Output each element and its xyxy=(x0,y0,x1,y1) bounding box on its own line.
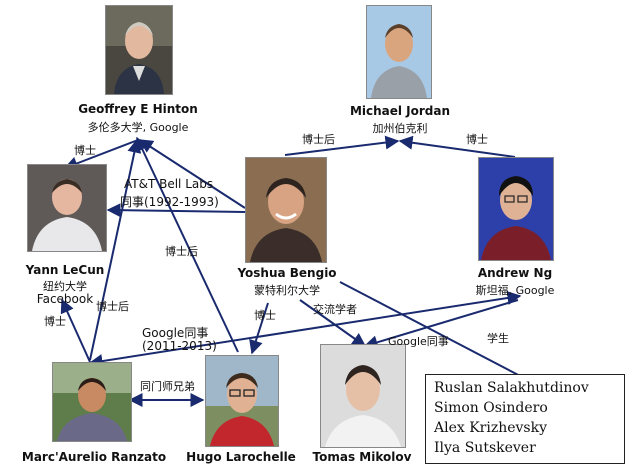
label-google-colleague: Google同事 xyxy=(142,326,209,340)
label-exchange-student: 交流学者 xyxy=(313,303,357,316)
edge-ranzato-ng xyxy=(88,291,522,368)
label-ng-mikolov-google: Google同事 xyxy=(388,335,449,348)
jordan-name: Michael Jordan xyxy=(349,104,451,118)
ranzato-photo xyxy=(52,362,132,442)
hinton-name: Geoffrey E Hinton xyxy=(78,102,198,116)
ranzato-name: Marc'Aurelio Ranzato xyxy=(21,450,167,464)
label-schoolmates: 同门师兄弟 xyxy=(140,380,195,393)
edge-hinton-bengio xyxy=(138,139,246,209)
edge-lecun-ranzato xyxy=(60,298,91,363)
bengio-photo xyxy=(245,157,327,263)
larochelle-name: Hugo Larochelle xyxy=(186,450,296,464)
edge-ng-jordan xyxy=(398,135,516,158)
student-name: Alex Krizhevsky xyxy=(434,420,548,436)
label-ng-jordan-phd: 博士 xyxy=(466,133,488,146)
students-box: Ruslan Salakhutdinov Simon Osindero Alex… xyxy=(425,374,625,464)
label-google-years: (2011-2013) xyxy=(142,339,217,353)
student-name: Simon Osindero xyxy=(434,400,548,416)
label-lecun-ranzato-phd: 博士 xyxy=(44,315,66,328)
label-hinton-ranzato-postdoc: 博士后 xyxy=(96,300,129,313)
jordan-affiliation: 加州伯克利 xyxy=(372,122,428,135)
lecun-name: Yann LeCun xyxy=(25,263,105,277)
edge-ng-mikolov xyxy=(363,299,519,350)
lecun-affiliation-2: Facebook xyxy=(36,292,94,306)
edge-bengio-mikolov xyxy=(299,299,367,347)
bengio-name: Yoshua Bengio xyxy=(237,266,337,280)
ng-name: Andrew Ng xyxy=(477,266,553,280)
edge-bengio-larochelle xyxy=(249,302,269,355)
mikolov-name: Tomas Mikolov xyxy=(312,450,412,464)
label-hinton-lecun-postdoc: 博士 xyxy=(74,144,96,157)
edge-bengio-jordan xyxy=(284,135,400,156)
edge-lecun-bengio xyxy=(106,203,246,218)
bengio-affiliation: 蒙特利尔大学 xyxy=(254,284,320,297)
label-bengio-larochelle-phd: 博士 xyxy=(254,309,276,322)
label-colleague-years: 同事(1992-1993) xyxy=(120,195,219,209)
ng-affiliation: 斯坦福, Google xyxy=(475,284,555,297)
label-bengio-jordan-postdoc: 博士后 xyxy=(302,133,335,146)
student-name: Ruslan Salakhutdinov xyxy=(434,380,589,396)
lecun-affiliation-1: 纽约大学 xyxy=(43,280,87,293)
hinton-affiliation: 多伦多大学, Google xyxy=(87,121,189,134)
edge-hinton-lecun xyxy=(63,139,139,171)
label-hinton-larochelle-postdoc: 博士后 xyxy=(165,245,198,258)
student-name: Ilya Sutskever xyxy=(434,440,536,456)
lecun-photo xyxy=(27,164,107,252)
hinton-photo xyxy=(105,5,173,95)
label-students: 学生 xyxy=(487,332,509,345)
mikolov-photo xyxy=(320,344,406,448)
ng-photo xyxy=(478,157,554,261)
edge-bengio-students xyxy=(339,281,525,379)
label-att-bell-labs: AT&T Bell Labs xyxy=(124,177,214,191)
jordan-photo xyxy=(366,5,432,99)
larochelle-photo xyxy=(205,355,279,447)
